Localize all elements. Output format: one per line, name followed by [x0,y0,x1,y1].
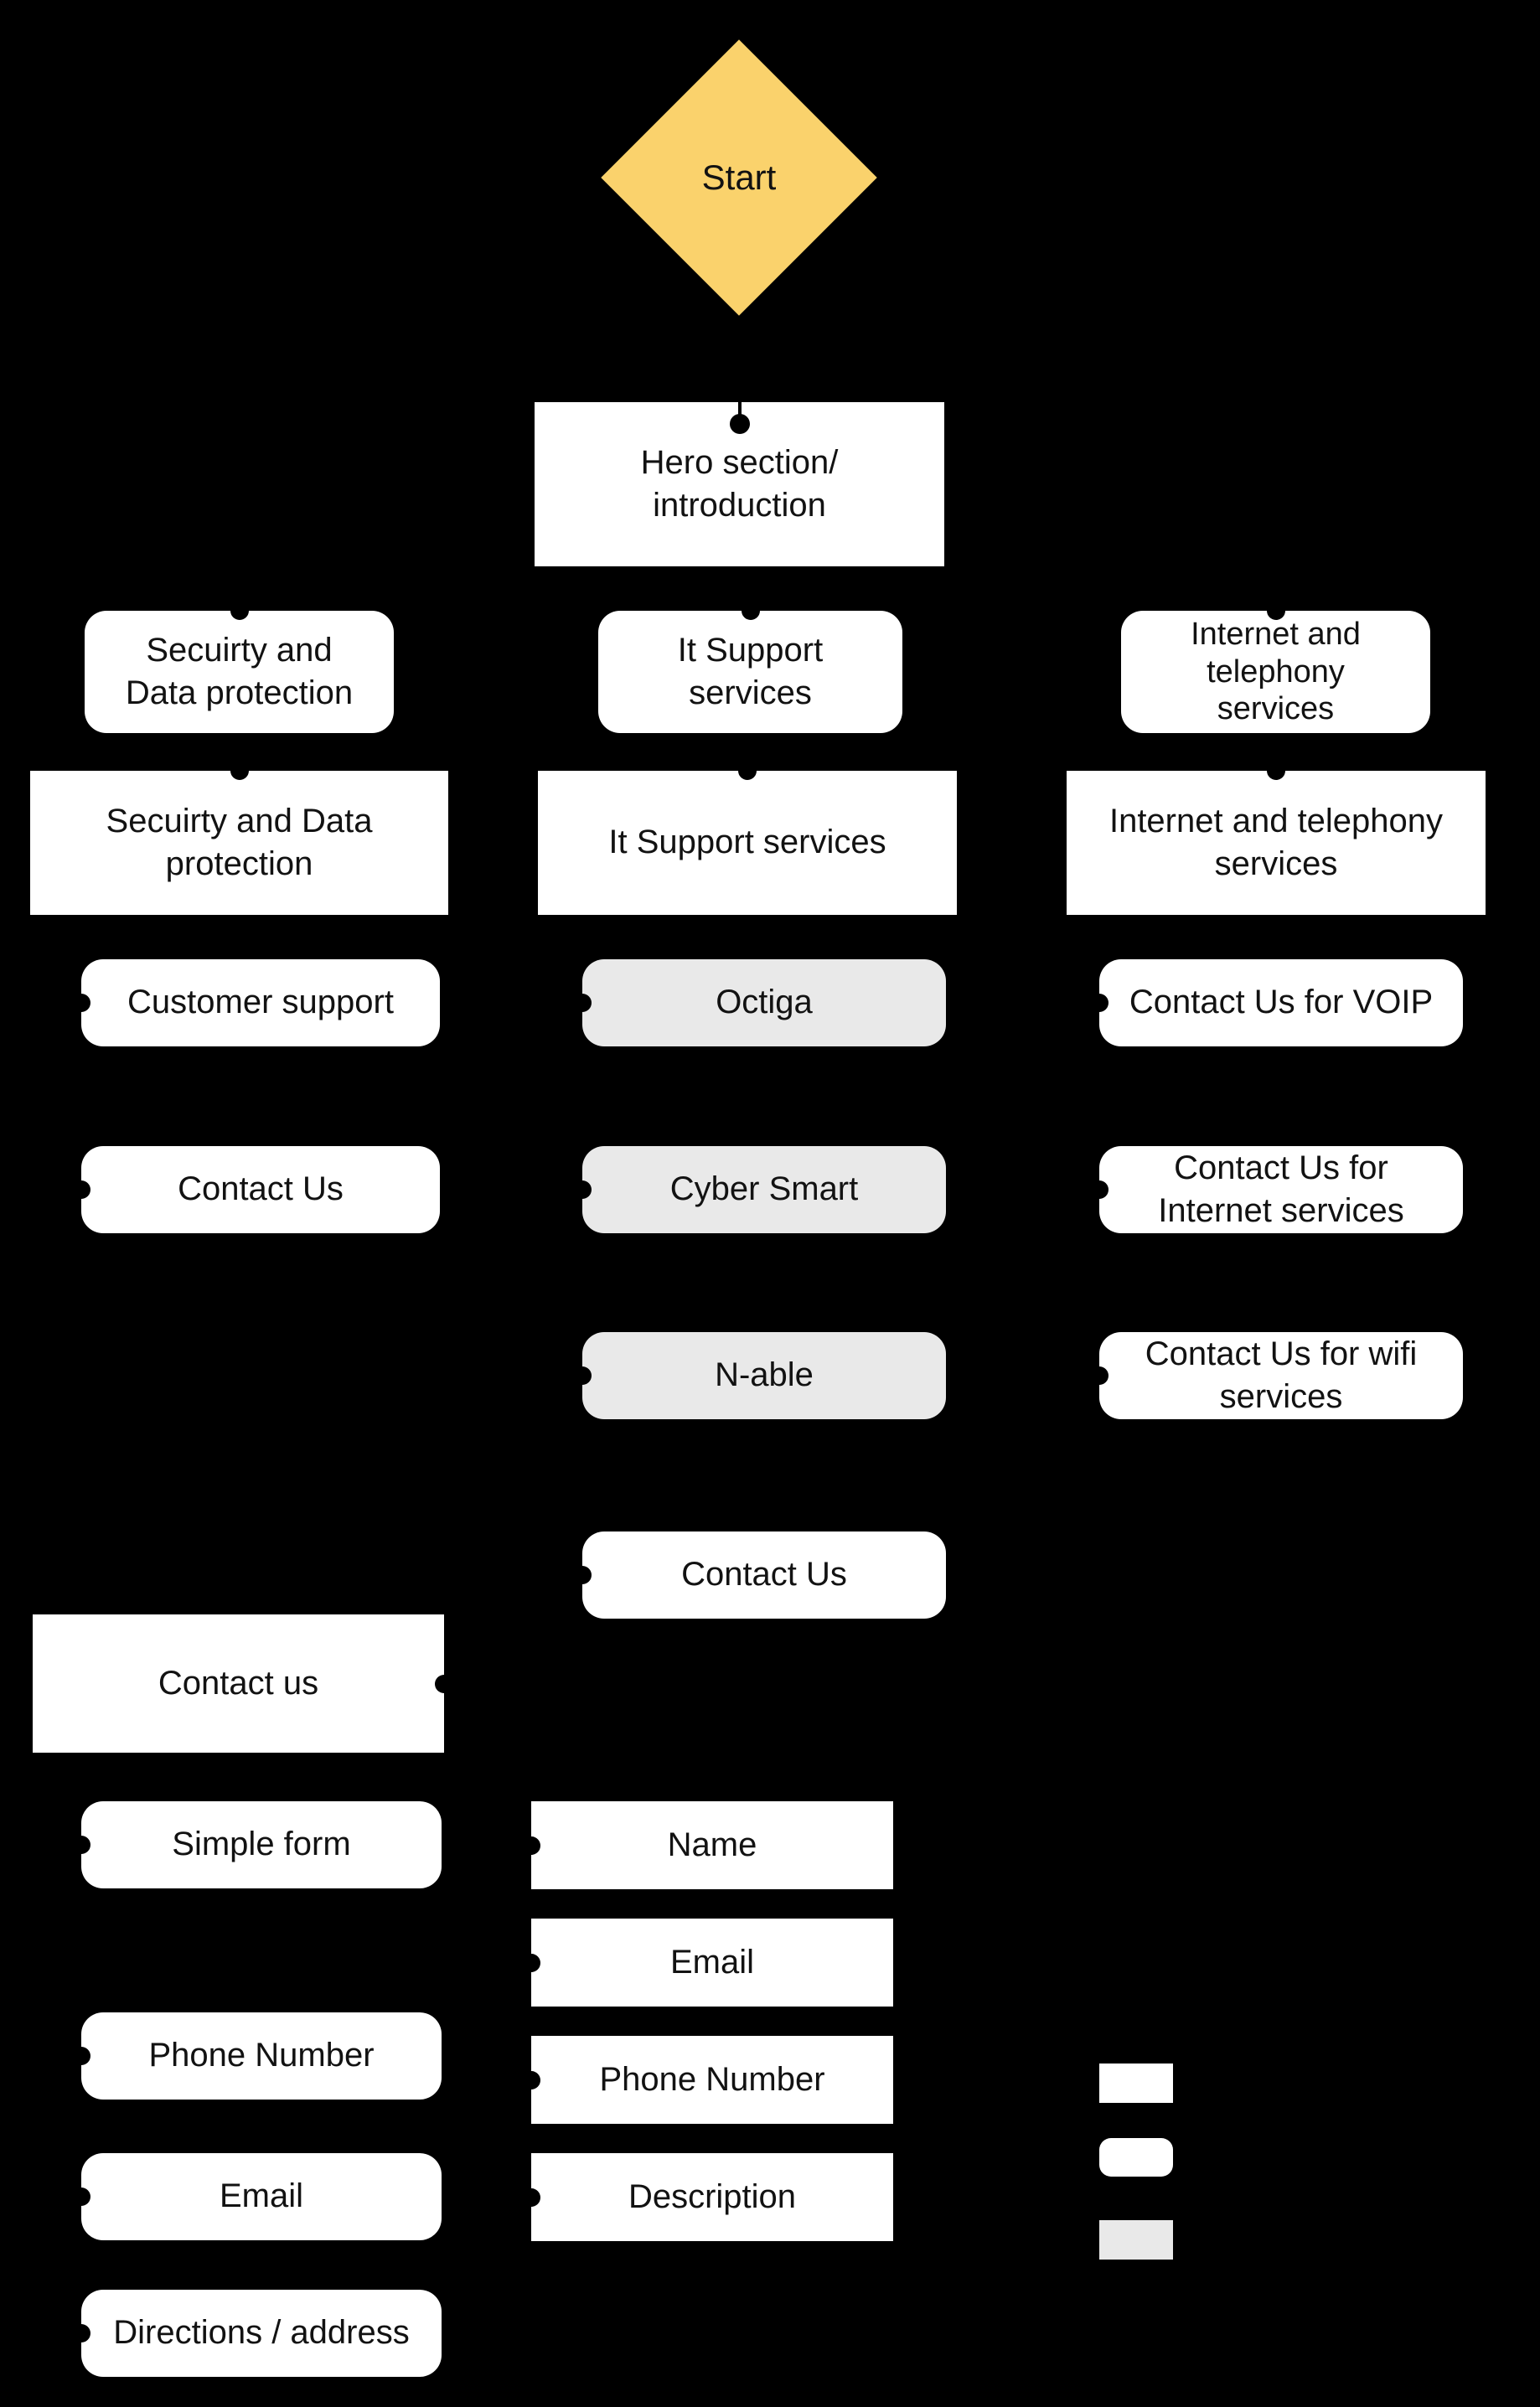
connector-dot [72,1836,90,1854]
connector-dot [573,1180,592,1199]
node-start[interactable]: Start [601,39,877,316]
connector-dot [1090,1366,1108,1385]
node-phone-number-left-label: Phone Number [148,2037,375,2074]
node-email-left-label: Email [219,2177,304,2215]
connector-dot [573,994,592,1012]
connector-dot [573,1566,592,1584]
node-name-field-label: Name [667,1826,757,1863]
node-description-field[interactable]: Description [522,2153,893,2241]
connector-dot [1267,762,1285,780]
node-it-tab[interactable]: It Support services [598,602,902,733]
node-it-section-label: It Support services [608,824,886,861]
node-simple-form[interactable]: Simple form [72,1801,442,1888]
node-contact-internet[interactable]: Contact Us for Internet services [1090,1146,1463,1233]
node-contact-internet-label: Contact Us for Internet services [1158,1149,1404,1229]
node-email-left[interactable]: Email [72,2153,442,2240]
connector-dot [522,2070,540,2089]
connector-dot [230,602,249,620]
node-security-tab[interactable]: Secuirty and Data protection [85,602,394,733]
node-security-tab-label: Secuirty and Data protection [125,631,354,711]
node-contact-us-security[interactable]: Contact Us [72,1146,440,1233]
node-octiga-label: Octiga [716,984,813,1021]
connector-dot [522,1953,540,1972]
node-cyber-smart-label: Cyber Smart [669,1170,859,1208]
node-contact-us-it[interactable]: Contact Us [573,1531,946,1619]
connector-dot [522,1836,540,1855]
connector-line [737,402,742,424]
node-internet-tab[interactable]: Internet and telephony services [1121,602,1430,733]
node-n-able[interactable]: N-able [573,1332,946,1419]
node-n-able-label: N-able [715,1356,814,1394]
node-contact-us-section[interactable]: Contact us [33,1614,453,1753]
node-directions-label: Directions / address [113,2314,410,2352]
connector-dot [741,602,760,620]
connector-dot [72,994,90,1012]
legend-rectangle-gray[interactable] [1099,2220,1173,2260]
node-email-field-label: Email [669,1943,755,1981]
connector-dot [230,762,249,780]
node-cyber-smart[interactable]: Cyber Smart [573,1146,946,1233]
node-it-tab-label: It Support services [677,631,824,711]
legend-rectangle-white[interactable] [1099,2064,1173,2103]
node-contact-voip[interactable]: Contact Us for VOIP [1090,959,1463,1046]
node-email-field[interactable]: Email [522,1919,893,2007]
connector-dot [72,2047,90,2065]
node-simple-form-label: Simple form [172,1826,351,1863]
connector-dot [738,762,757,780]
node-directions[interactable]: Directions / address [72,2290,442,2377]
node-contact-us-section-label: Contact us [158,1664,319,1702]
connector-dot [72,2187,90,2206]
node-contact-wifi-label: Contact Us for wifi services [1145,1335,1418,1415]
node-phone-field-label: Phone Number [599,2060,825,2098]
node-contact-voip-label: Contact Us for VOIP [1129,984,1434,1021]
connector-dot [72,1180,90,1199]
connector-dot [729,414,750,434]
node-description-field-label: Description [628,2177,797,2215]
node-customer-support-label: Customer support [127,984,394,1021]
node-hero-section-label: Hero section/ introduction [640,443,839,524]
node-security-section[interactable]: Secuirty and Data protection [30,762,448,915]
connector-dot [435,1674,453,1693]
node-security-section-label: Secuirty and Data protection [106,802,373,882]
node-phone-field[interactable]: Phone Number [522,2036,893,2124]
node-start-label: Start [701,158,777,197]
connector-dot [522,2187,540,2207]
node-contact-us-security-label: Contact Us [178,1170,344,1208]
node-internet-tab-label: Internet and telephony services [1191,617,1361,727]
connector-dot [72,2324,90,2342]
node-contact-us-it-label: Contact Us [681,1556,847,1593]
node-hero-section[interactable]: Hero section/ introduction [535,402,944,566]
node-contact-wifi[interactable]: Contact Us for wifi services [1090,1332,1463,1419]
node-phone-number-left[interactable]: Phone Number [72,2012,442,2100]
legend-rounded-white[interactable] [1099,2138,1173,2177]
node-name-field[interactable]: Name [522,1801,893,1889]
node-internet-section[interactable]: Internet and telephony services [1067,762,1486,915]
node-internet-section-label: Internet and telephony services [1108,802,1444,882]
connector-dot [1090,994,1108,1012]
node-it-section[interactable]: It Support services [538,762,957,915]
node-customer-support[interactable]: Customer support [72,959,440,1046]
connector-dot [1090,1180,1108,1199]
connector-dot [573,1366,592,1385]
connector-dot [1266,602,1285,620]
node-octiga[interactable]: Octiga [573,959,946,1046]
